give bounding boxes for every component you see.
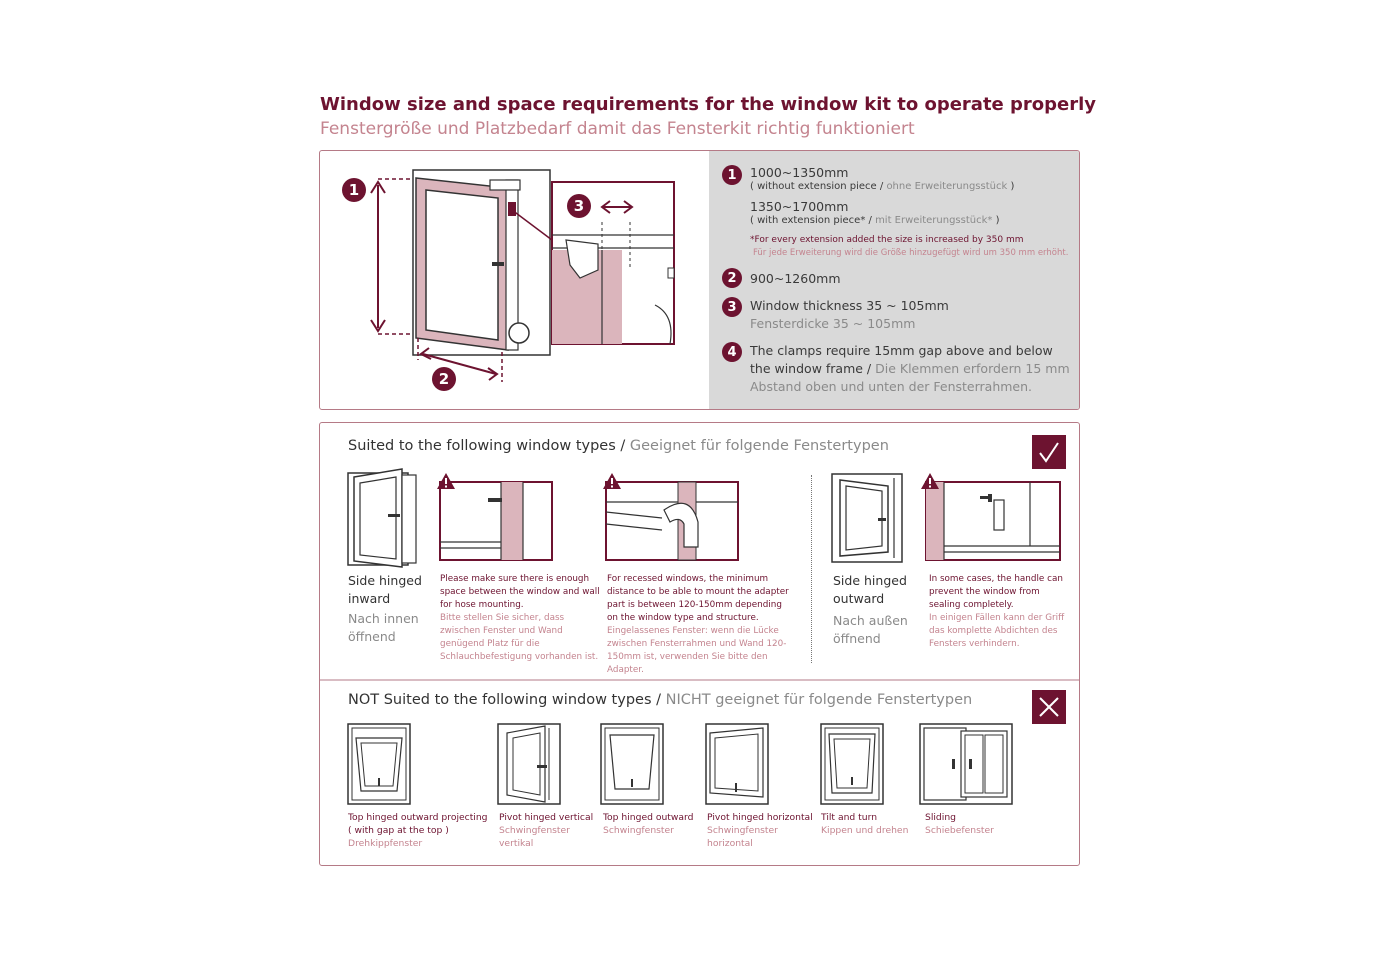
spec-1-range-b: 1350~1700mm xyxy=(750,199,849,214)
caution-3-en-2: prevent the window from xyxy=(929,587,1040,597)
top-hinged-projecting-icon xyxy=(347,723,411,805)
warning-icon xyxy=(437,473,455,489)
caution-1-en-2: space between the window and wall xyxy=(440,587,600,597)
pivot-horizontal-icon xyxy=(705,723,769,805)
spec-1-range-a: 1000~1350mm xyxy=(750,165,849,180)
caution-2-de-3: 150mm ist, verwenden Sie bitte den Adapt… xyxy=(607,652,768,675)
caution-hose-space-illustration xyxy=(439,481,553,561)
spec-4-line1: The clamps require 15mm gap above and be… xyxy=(750,343,1053,358)
caution-3-text: In some cases, the handle can prevent th… xyxy=(929,573,1069,651)
caution-1-en-3: for hose mounting. xyxy=(440,600,524,610)
spec-1-footnote-en: *For every extension added the size is i… xyxy=(750,235,1024,245)
caution-2-en-1: For recessed windows, the minimum xyxy=(607,574,769,584)
top-hinged-outward-icon xyxy=(600,723,664,805)
not-suited-caption-1: Top hinged outward projecting ( with gap… xyxy=(348,812,488,849)
spec-2-range: 900~1260mm xyxy=(750,271,841,286)
warning-icon xyxy=(921,473,939,489)
caution-recessed-illustration xyxy=(605,481,739,561)
caution-1-de-3: genügend Platz für die xyxy=(440,639,540,649)
not-suited-title: NOT Suited to the following window types… xyxy=(348,692,973,708)
spec-3-en: Window thickness 35 ~ 105mm xyxy=(750,298,949,313)
spec-1-footnote-de: Für jede Erweiterung wird die Größe hinz… xyxy=(753,248,1069,258)
caution-2-en-3: part is between 120-150mm depending xyxy=(607,600,782,610)
page-subtitle: Fenstergröße und Platzbedarf damit das F… xyxy=(320,119,915,139)
spec-4-line2: the window frame / Die Klemmen erfordern… xyxy=(750,361,1070,376)
caution-1-de-1: Bitte stellen Sie sicher, dass xyxy=(440,613,565,623)
section-divider xyxy=(320,679,1079,681)
caution-3-en-3: sealing completely. xyxy=(929,600,1014,610)
tilt-and-turn-icon xyxy=(820,723,884,805)
not-suited-caption-5: Tilt and turn Kippen und drehen xyxy=(821,812,909,836)
not-suited-caption-3: Top hinged outward Schwingfenster xyxy=(603,812,694,836)
spec-3-de: Fensterdicke 35 ~ 105mm xyxy=(750,316,916,331)
caution-handle-illustration xyxy=(925,481,1061,561)
pivot-vertical-icon xyxy=(497,723,561,805)
caution-2-de-2: zwischen Fensterrahmen und Wand 120- xyxy=(607,639,787,649)
spec-badge-2: 2 xyxy=(722,268,742,288)
caution-1-de-2: zwischen Fenster und Wand xyxy=(440,626,563,636)
spec-area xyxy=(709,151,1079,409)
spec-1-note-a: ( without extension piece / ohne Erweite… xyxy=(750,181,1015,192)
caution-1-text: Please make sure there is enough space b… xyxy=(440,573,600,664)
caution-3-en-1: In some cases, the handle can xyxy=(929,574,1063,584)
caution-1-en-1: Please make sure there is enough xyxy=(440,574,590,584)
sliding-window-icon xyxy=(919,723,1013,805)
caution-2-en-4: on the window type and structure. xyxy=(607,613,759,623)
badge-1: 1 xyxy=(342,178,366,202)
not-suited-caption-6: Sliding Schiebefenster xyxy=(925,812,994,836)
badge-2: 2 xyxy=(432,367,456,391)
suited-title: Suited to the following window types / G… xyxy=(348,438,889,454)
dimensions-panel xyxy=(319,150,1080,410)
warning-icon xyxy=(603,473,621,489)
caution-3-de-3: Fensters verhindern. xyxy=(929,639,1020,649)
caution-3-de-1: In einigen Fällen kann der Griff xyxy=(929,613,1065,623)
caution-2-en-2: distance to be able to mount the adapter xyxy=(607,587,789,597)
caution-2-text: For recessed windows, the minimum distan… xyxy=(607,573,807,677)
caution-2-de-1: Eingelassenes Fenster: wenn die Lücke xyxy=(607,626,779,636)
window-types-panel xyxy=(319,422,1080,866)
cross-icon xyxy=(1032,690,1066,724)
dotted-divider xyxy=(811,475,812,663)
caution-3-de-2: das komplette Abdichten des xyxy=(929,626,1058,636)
spec-badge-4: 4 xyxy=(722,342,742,362)
caution-1-de-4: Schlauchbefestigung vorhanden ist. xyxy=(440,652,599,662)
spec-1-note-b: ( with extension piece* / mit Erweiterun… xyxy=(750,215,1000,226)
side-hinged-inward-icon xyxy=(347,468,417,568)
not-suited-caption-2: Pivot hinged vertical Schwingfenster ver… xyxy=(499,812,594,849)
spec-badge-3: 3 xyxy=(722,297,742,317)
badge-3: 3 xyxy=(567,194,591,218)
spec-4-line3: Abstand oben und unten der Fensterrahmen… xyxy=(750,379,1033,394)
check-icon xyxy=(1032,435,1066,469)
spec-badge-1: 1 xyxy=(722,165,742,185)
window-dimension-illustration xyxy=(370,169,675,382)
not-suited-caption-4: Pivot hinged horizontal Schwingfenster h… xyxy=(707,812,813,849)
side-hinged-outward-icon xyxy=(831,473,903,563)
page-title: Window size and space requirements for t… xyxy=(320,94,1097,115)
